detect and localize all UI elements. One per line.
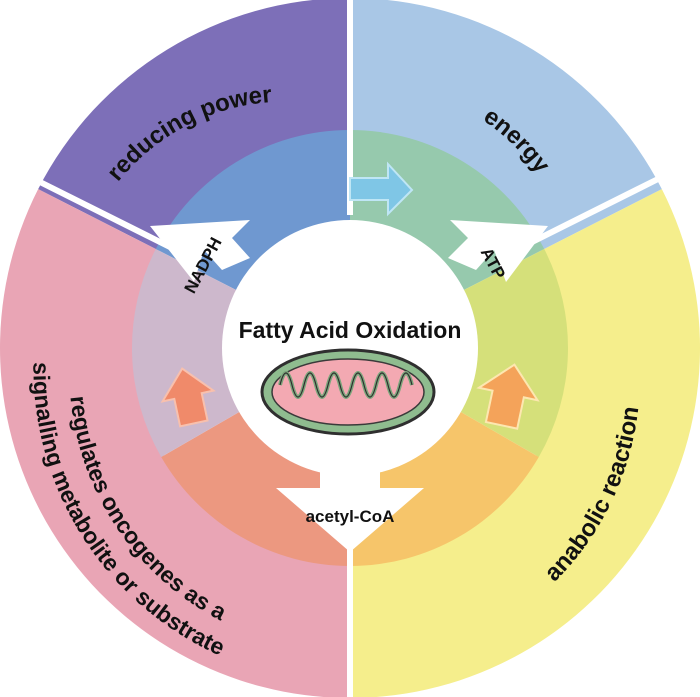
inner-sector-bottom-left — [161, 408, 350, 566]
sector-reducing-power — [38, 0, 350, 251]
inner-sector-top-left — [155, 130, 350, 294]
center-title: Fatty Acid Oxidation — [239, 317, 462, 343]
sector-energy — [350, 0, 662, 251]
arrow-atp — [448, 220, 548, 282]
mitochondrion-icon — [260, 348, 436, 436]
arrow-right-icon — [349, 161, 414, 217]
sector-anabolic — [350, 189, 700, 697]
arrow-acetyl-coa-stem — [320, 462, 380, 492]
arrow-acetyl-coa — [276, 488, 424, 552]
arrow-up-icon — [160, 367, 216, 428]
inner-sector-right — [453, 249, 568, 457]
sector-oncogenes — [0, 189, 350, 697]
arrow-up-icon — [476, 363, 540, 430]
label-acetyl-coa: acetyl-CoA — [306, 507, 395, 526]
inner-sector-bottom-right — [350, 408, 539, 566]
center-disk — [222, 220, 478, 476]
arrow-nadph — [150, 220, 250, 282]
inner-sector-left — [131, 249, 247, 457]
